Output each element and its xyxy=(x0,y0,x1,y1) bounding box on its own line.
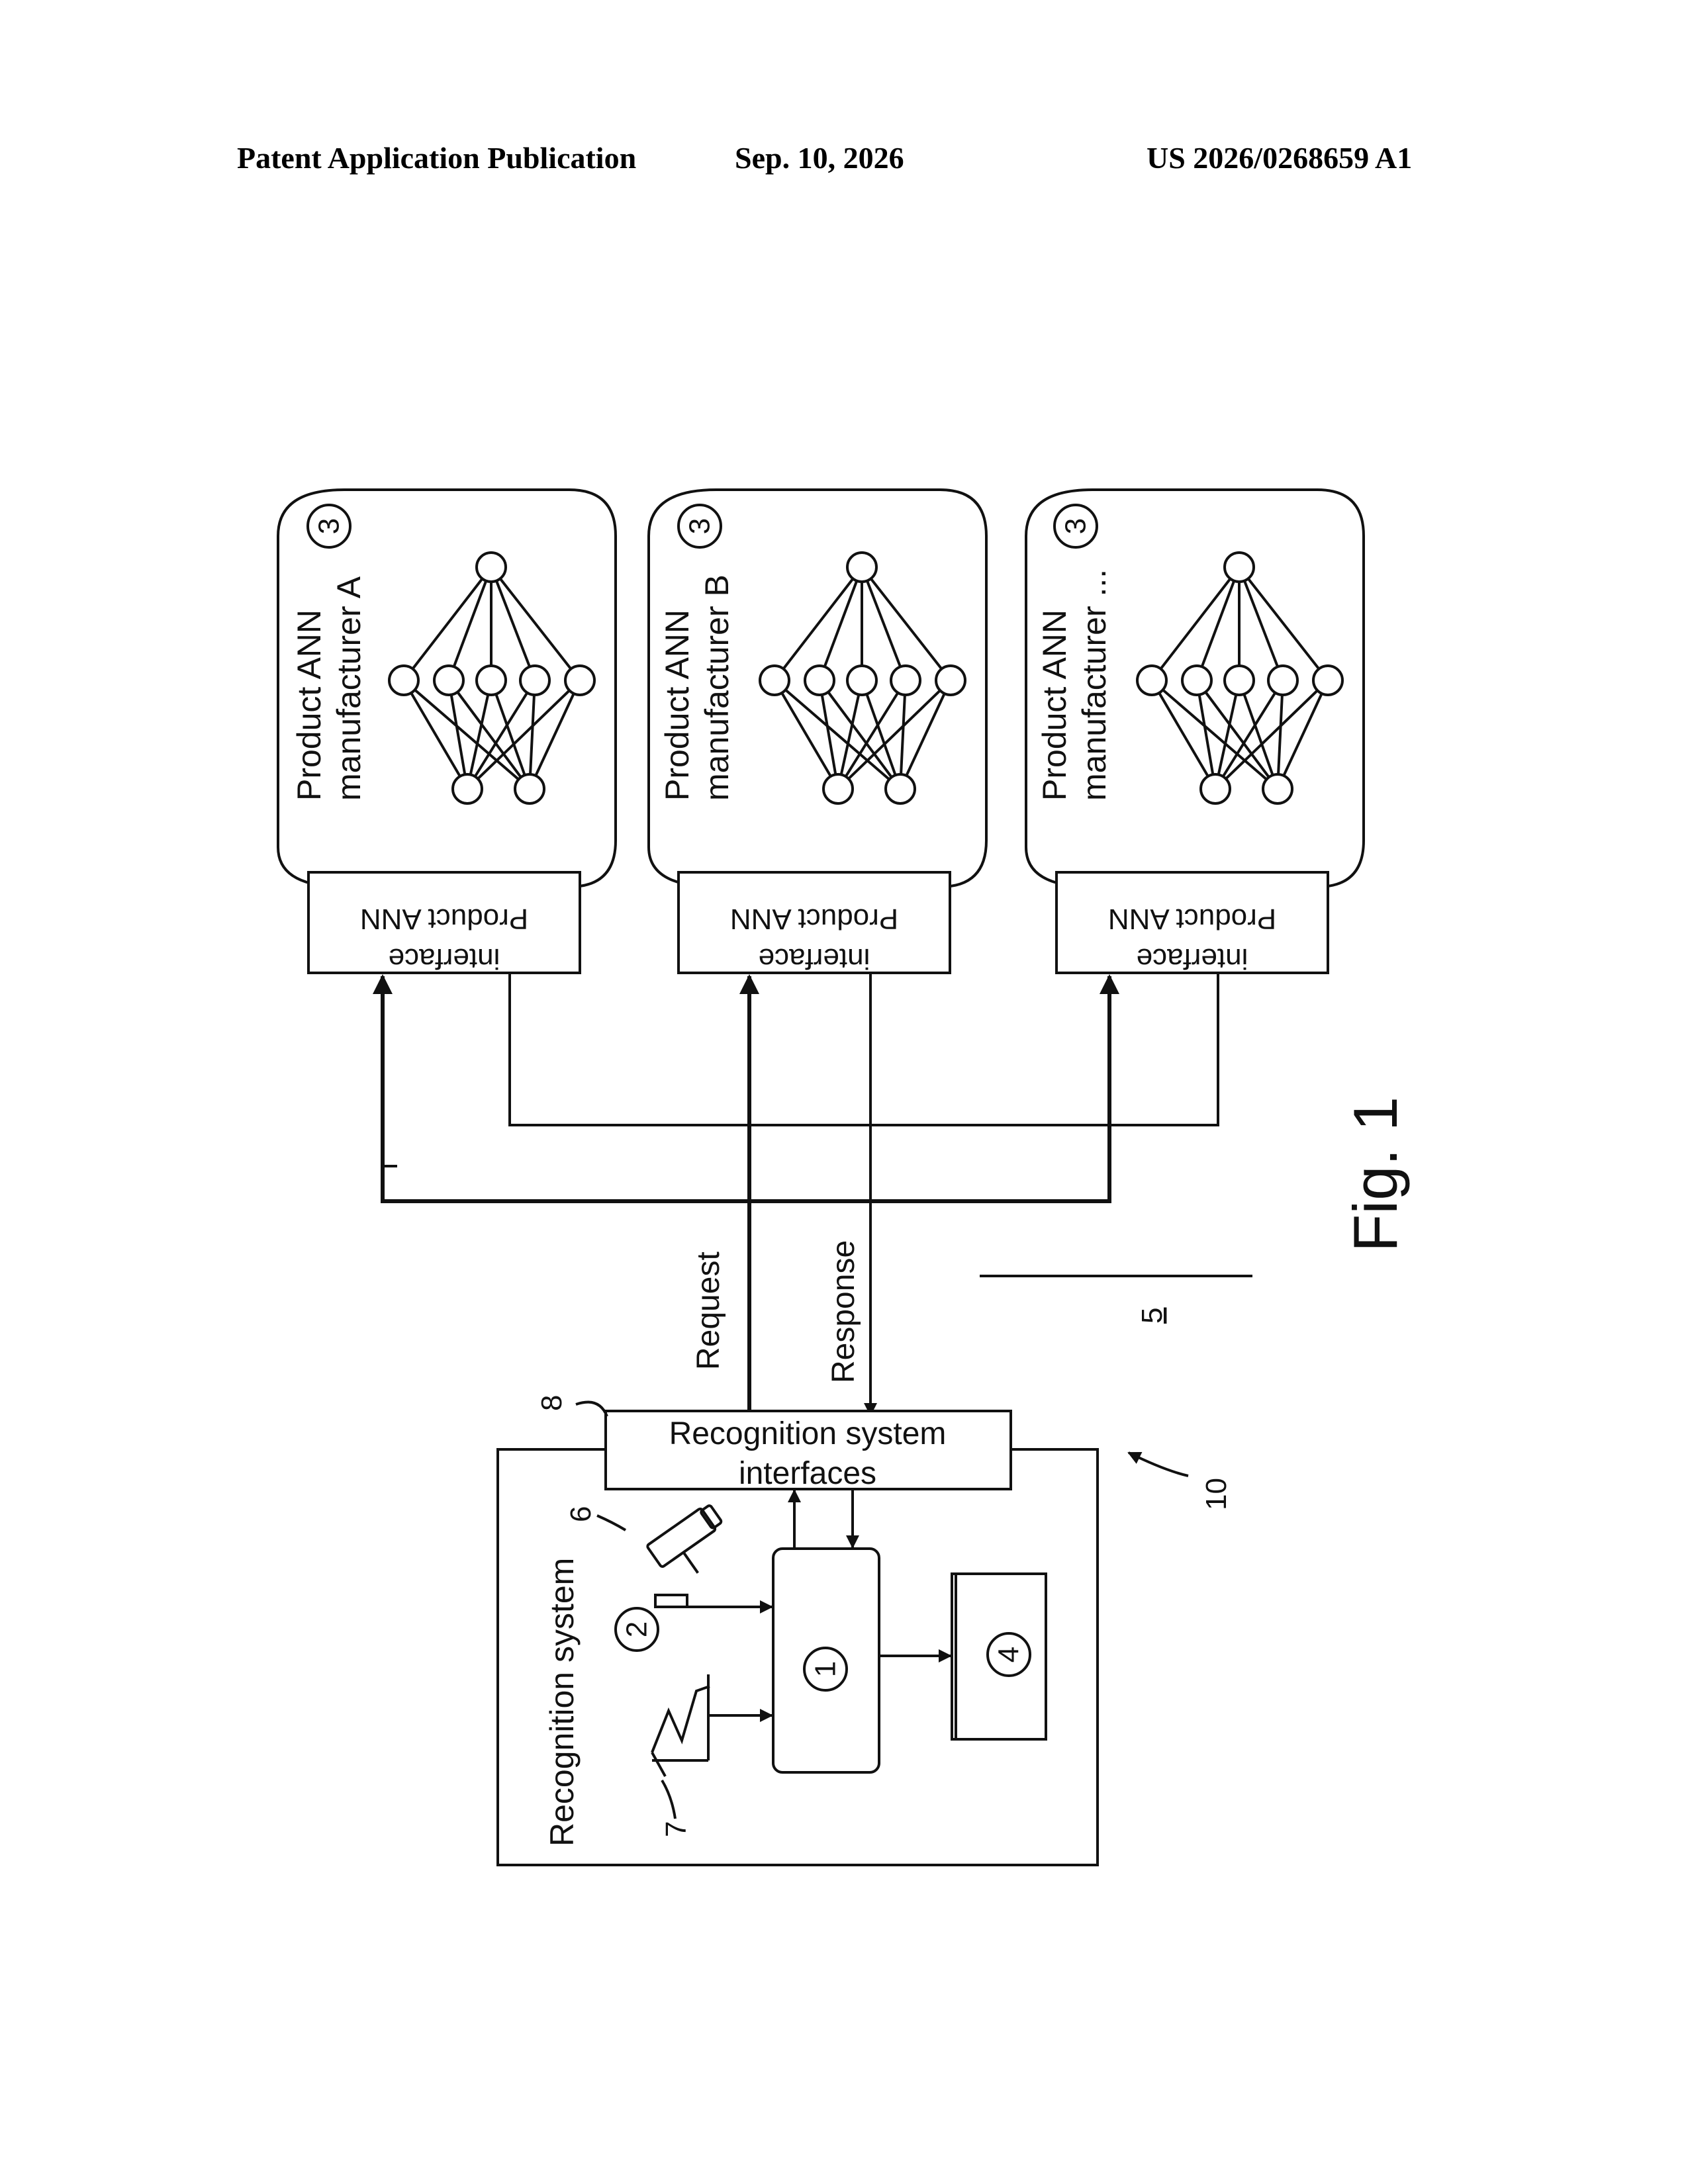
request-label: Request xyxy=(691,1251,726,1370)
nn-a-node xyxy=(515,774,544,803)
interface-c-line1: Product ANN xyxy=(1108,903,1276,935)
nn-c-node xyxy=(1201,774,1230,803)
nn-b-edge xyxy=(900,680,951,789)
nn-c-node xyxy=(1263,774,1292,803)
leader-6 xyxy=(597,1516,626,1530)
nn-a-node xyxy=(453,774,482,803)
nn-a-node xyxy=(520,666,549,695)
nn-b-node xyxy=(886,774,915,803)
camera-icon xyxy=(647,1502,738,1588)
nn-b-node xyxy=(891,666,920,695)
nn-b-node xyxy=(760,666,789,695)
nn-b-edge xyxy=(820,680,900,789)
nn-c-edge xyxy=(1239,567,1283,680)
ref-1-label: 1 xyxy=(810,1661,842,1677)
nn-c-edge xyxy=(1278,680,1328,789)
module-c-title-line1: Product ANN xyxy=(1036,610,1073,801)
ref-3-c-label: 3 xyxy=(1060,518,1092,534)
signal-sensor-icon xyxy=(652,1674,710,1776)
neural-networks xyxy=(389,553,1342,803)
nn-b-edge xyxy=(862,567,906,680)
nn-b-node xyxy=(847,553,876,582)
interfaces-line1: Recognition system xyxy=(669,1416,947,1451)
interfaces-line2: interfaces xyxy=(739,1456,876,1491)
response-label: Response xyxy=(826,1240,861,1383)
nn-a-node xyxy=(389,666,418,695)
nn-c-node xyxy=(1182,666,1211,695)
nn-b-edge xyxy=(900,680,906,789)
nn-b-node xyxy=(936,666,965,695)
nn-a-node xyxy=(565,666,594,695)
nn-a-edge xyxy=(491,567,580,680)
request-bus xyxy=(383,976,1109,1416)
nn-c-edge xyxy=(1152,567,1239,680)
nn-a-edge xyxy=(530,680,535,789)
interface-a-line1: Product ANN xyxy=(360,903,528,935)
nn-c-node xyxy=(1225,553,1254,582)
module-a-title-line1: Product ANN xyxy=(291,610,328,801)
ref-2-label: 2 xyxy=(621,1621,653,1637)
module-b-title-line2: manufacturer B xyxy=(698,574,735,801)
interface-b-line1: Product ANN xyxy=(730,903,898,935)
nn-b-node xyxy=(823,774,853,803)
nn-b-node xyxy=(805,666,834,695)
nn-c-edge xyxy=(1239,567,1328,680)
nn-b-node xyxy=(847,666,876,695)
nn-c-node xyxy=(1137,666,1166,695)
nn-a-node xyxy=(434,666,463,695)
ref-10-label: 10 xyxy=(1200,1478,1233,1510)
nn-a-edge xyxy=(449,567,491,680)
ref-3-a-label: 3 xyxy=(313,518,346,534)
module-c-title-line2: manufacturer ... xyxy=(1076,569,1113,801)
nn-c-node xyxy=(1313,666,1342,695)
module-b-title-line1: Product ANN xyxy=(659,610,696,801)
nn-a-edge xyxy=(491,567,535,680)
interface-a-line2: interface xyxy=(389,942,500,975)
nn-c-node xyxy=(1225,666,1254,695)
module-a-title-line2: manufacturer A xyxy=(330,576,367,801)
ref-6-label: 6 xyxy=(565,1506,597,1522)
nn-b-edge xyxy=(774,567,862,680)
leader-7 xyxy=(662,1780,675,1819)
leader-10 xyxy=(1129,1453,1188,1476)
leader-8 xyxy=(576,1402,607,1416)
nn-a-node xyxy=(477,553,506,582)
figure-caption: Fig. 1 xyxy=(1340,1097,1410,1252)
ref-7-label: 7 xyxy=(660,1821,692,1837)
recognition-system-title: Recognition system xyxy=(543,1558,581,1846)
ann-module-a xyxy=(278,490,616,973)
ref-8-label: 8 xyxy=(536,1395,568,1411)
nn-a-edge xyxy=(530,680,580,789)
interface-b-line2: interface xyxy=(759,942,870,975)
network-ref: 5 xyxy=(1136,1308,1168,1324)
nn-c-edge xyxy=(1278,680,1283,789)
nn-a-node xyxy=(477,666,506,695)
nn-a-edge xyxy=(449,680,530,789)
nn-c-node xyxy=(1268,666,1297,695)
ref-3-b-label: 3 xyxy=(684,518,716,534)
nn-b-edge xyxy=(862,567,951,680)
nn-b-edge xyxy=(820,567,862,680)
nn-c-edge xyxy=(1197,567,1239,680)
interface-c-line2: interface xyxy=(1137,942,1248,975)
nn-c-edge xyxy=(1197,680,1278,789)
response-bus xyxy=(510,973,1218,1415)
nn-a-edge xyxy=(404,567,491,680)
ref-4-label: 4 xyxy=(993,1647,1025,1662)
